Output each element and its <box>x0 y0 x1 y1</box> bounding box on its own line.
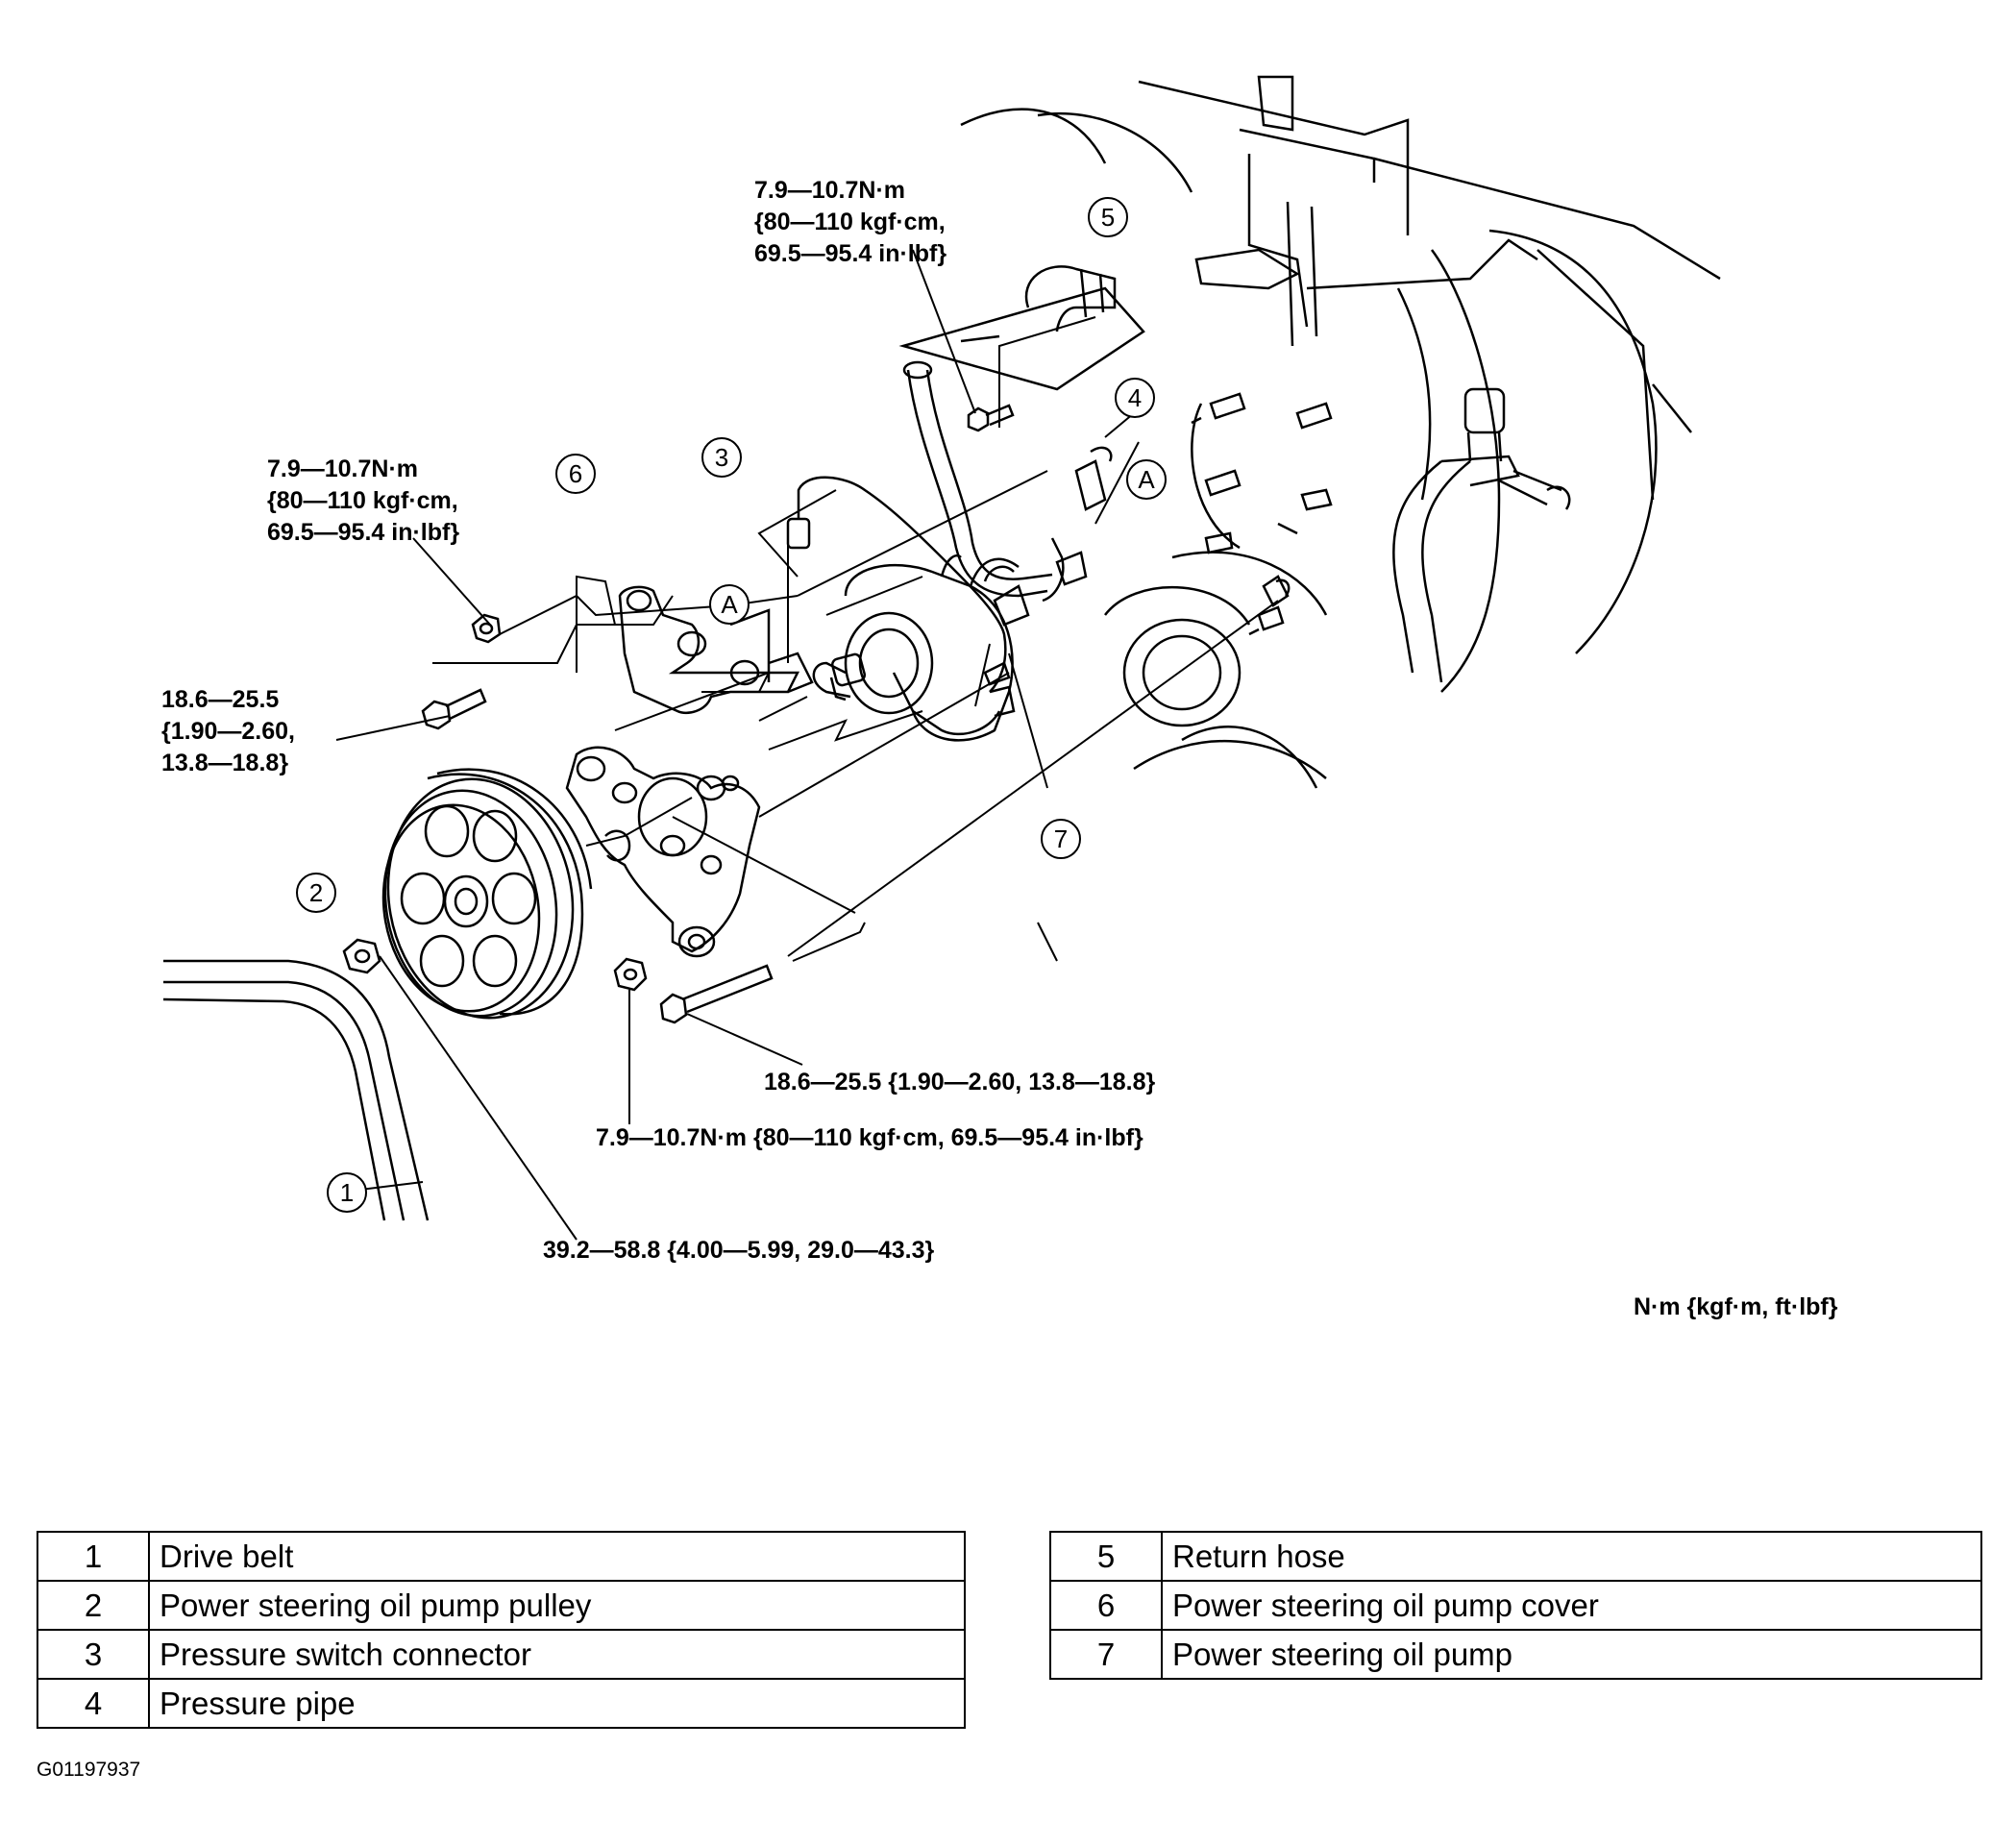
legend-number: 4 <box>37 1678 150 1729</box>
callout-3: 3 <box>701 437 742 478</box>
legend-label: Pressure switch connector <box>148 1629 966 1680</box>
callout-6: 6 <box>555 454 596 494</box>
callout-5: 5 <box>1088 197 1128 237</box>
legend-number: 5 <box>1049 1531 1163 1582</box>
legend-label: Return hose <box>1161 1531 1982 1582</box>
table-row: 5 Return hose <box>1049 1531 1982 1582</box>
torque-spec-long-bolt: 18.6—25.5 {1.90—2.60, 13.8—18.8} <box>764 1069 1156 1095</box>
legend-table-right: 5 Return hose 6 Power steering oil pump … <box>1049 1531 1982 1680</box>
callout-7: 7 <box>1041 819 1081 859</box>
pump-bracket <box>565 746 761 958</box>
callout-2: 2 <box>296 873 336 913</box>
engine-block-outline <box>960 75 1721 789</box>
torque-line: 18.6—25.5 <box>161 686 280 713</box>
table-row: 7 Power steering oil pump <box>1049 1629 1982 1680</box>
torque-spec-lower-nut: 7.9—10.7N·m {80—110 kgf·cm, 69.5—95.4 in… <box>596 1124 1143 1151</box>
return-hose <box>898 265 1145 391</box>
torque-line: 7.9—10.7N·m <box>267 455 419 482</box>
callout-1: 1 <box>327 1172 367 1213</box>
oil-pump-cover <box>618 585 814 715</box>
drive-belt <box>162 959 430 1221</box>
callout-a-lower: A <box>709 584 750 625</box>
table-row: 6 Power steering oil pump cover <box>1049 1580 1982 1631</box>
legend-label: Power steering oil pump pulley <box>148 1580 966 1631</box>
torque-line: 69.5—95.4 in·lbf} <box>267 519 460 546</box>
fasteners <box>342 404 1291 1024</box>
units-note: N·m {kgf·m, ft·lbf} <box>1634 1293 1838 1320</box>
torque-spec-cover-nut: 7.9—10.7N·m {80—110 kgf·cm, 69.5—95.4 in… <box>267 454 459 549</box>
legend-label: Power steering oil pump cover <box>1161 1580 1982 1631</box>
pressure-pipe <box>902 360 1113 603</box>
torque-line: {80—110 kgf·cm, <box>267 487 458 514</box>
legend-table-left: 1 Drive belt 2 Power steering oil pump p… <box>37 1531 966 1729</box>
torque-line: 13.8—18.8} <box>161 750 289 776</box>
table-row: 1 Drive belt <box>37 1531 966 1582</box>
legend-number: 1 <box>37 1531 150 1582</box>
torque-line: {1.90—2.60, <box>161 718 295 745</box>
table-row: 3 Pressure switch connector <box>37 1629 966 1680</box>
legend-label: Power steering oil pump <box>1161 1629 1982 1680</box>
legend-number: 2 <box>37 1580 150 1631</box>
figure-id: G01197937 <box>37 1759 141 1781</box>
callout-4: 4 <box>1115 378 1155 418</box>
table-row: 4 Pressure pipe <box>37 1678 966 1729</box>
legend-label: Drive belt <box>148 1531 966 1582</box>
callout-a-upper: A <box>1126 459 1167 500</box>
torque-line: 7.9—10.7N·m <box>754 177 906 204</box>
legend-label: Pressure pipe <box>148 1678 966 1729</box>
torque-spec-cover-bolt: 18.6—25.5 {1.90—2.60, 13.8—18.8} <box>161 684 295 779</box>
torque-line: 69.5—95.4 in·lbf} <box>754 240 947 267</box>
leader-lines <box>335 249 1279 1241</box>
oil-pump-pulley <box>381 768 593 1020</box>
legend-number: 3 <box>37 1629 150 1680</box>
legend-number: 7 <box>1049 1629 1163 1680</box>
torque-line: {80—110 kgf·cm, <box>754 209 946 235</box>
torque-spec-return-hose-bolt: 7.9—10.7N·m {80—110 kgf·cm, 69.5—95.4 in… <box>754 175 947 270</box>
table-row: 2 Power steering oil pump pulley <box>37 1580 966 1631</box>
torque-spec-pulley-nut: 39.2—58.8 {4.00—5.99, 29.0—43.3} <box>543 1237 935 1264</box>
legend-number: 6 <box>1049 1580 1163 1631</box>
oil-pump-body <box>812 554 1030 742</box>
